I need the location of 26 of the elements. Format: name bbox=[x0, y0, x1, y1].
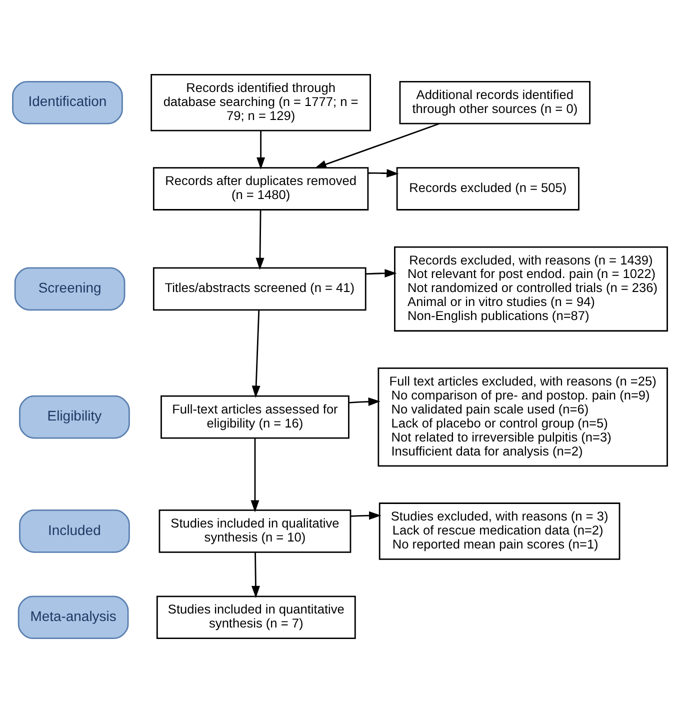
node-box: Additional records identified through other sources (n = 0) bbox=[399, 80, 591, 124]
node-box: Records after duplicates removed (n = 1480) bbox=[152, 167, 369, 210]
arrow bbox=[256, 210, 264, 270]
arrow bbox=[368, 169, 399, 178]
node-box: Meta-analysis bbox=[18, 596, 129, 640]
arrow bbox=[349, 397, 380, 406]
arrow bbox=[256, 130, 266, 170]
node-box: Records excluded (n = 505) bbox=[396, 167, 580, 210]
arrow bbox=[366, 269, 397, 278]
node-box: Included bbox=[19, 510, 130, 553]
node-box: Screening bbox=[14, 267, 126, 311]
node-box: Records identified through database searching (n = 1777; n = 79; n = 129) bbox=[150, 74, 371, 132]
arrow bbox=[250, 438, 260, 512]
arrow bbox=[252, 310, 260, 398]
node-box: Studies included in quantitative synthesis (n = 7) bbox=[156, 596, 356, 640]
arrow bbox=[251, 552, 260, 598]
arrow bbox=[350, 511, 382, 520]
node-box: Full-text articles assessed for eligibility (n = 16) bbox=[160, 395, 350, 439]
node-box: Studies excluded, with reasons (n = 3) Lack of rescue medication data (n=2) No reported mean pain scores (n=1) bbox=[378, 502, 620, 560]
node-box: Identification bbox=[12, 80, 123, 124]
node-box: Eligibility bbox=[19, 395, 130, 439]
node-box: Records excluded, with reasons (n = 1439) Not relevant for post endod. pain (n = 1022) Not randomized or controlled trials (n = 236) Animal or in vitro studies (n = 94) Non-English publications (n=87) bbox=[394, 246, 668, 332]
node-box: Titles/abstracts screened (n = 41) bbox=[152, 267, 366, 311]
arrow bbox=[314, 122, 440, 168]
node-box: Full text articles excluded, with reasons (n =25) No comparison of pre- and postop. pain (n=9) No validated pain scale used (n=6) Lack of placebo or control group (n=5) Not related to irreversible pulpitis (n=3) Insufficient data for analysis (n=2) bbox=[378, 367, 668, 467]
node-box: Studies included in qualitative synthesis (n = 10) bbox=[158, 510, 352, 553]
